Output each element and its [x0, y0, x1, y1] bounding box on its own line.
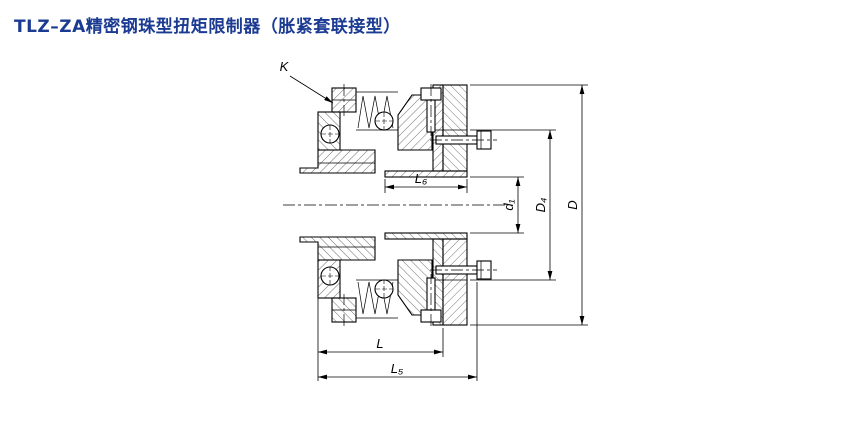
coupling-upper-half — [299, 84, 497, 178]
dimension-l: L — [317, 263, 444, 381]
dimension-d4: D₄ — [470, 129, 556, 281]
label-l: L — [376, 336, 383, 351]
input-hub-section — [299, 149, 376, 174]
dimension-d1: d₁ — [470, 176, 524, 234]
label-l5: L₅ — [391, 361, 404, 376]
label-d: D — [565, 200, 580, 209]
page-title: TLZ–ZA精密钢珠型扭矩限制器（胀紧套联接型） — [14, 17, 401, 37]
label-l6: L₆ — [415, 171, 428, 186]
spring-coil — [357, 95, 394, 129]
coupling-lower-half — [299, 232, 498, 327]
label-d1: d₁ — [501, 199, 516, 210]
label-k: K — [280, 59, 290, 74]
dimension-l5: L₅ — [318, 282, 478, 381]
label-d4: D₄ — [533, 198, 548, 213]
leader-k-arrow — [324, 96, 333, 103]
output-sleeve-section — [384, 170, 468, 178]
dimension-l6: L₆ — [384, 171, 468, 193]
output-disc-right-section — [442, 84, 468, 172]
dimension-d: D — [470, 84, 588, 326]
dimension-annotations: L₆ d₁ D₄ — [317, 84, 588, 381]
leader-k: K — [280, 59, 334, 104]
